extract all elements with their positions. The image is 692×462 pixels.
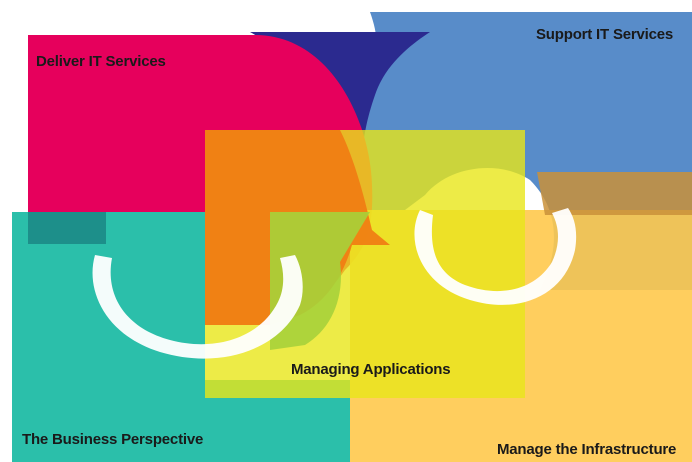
label-support-it-services: Support IT Services <box>536 26 674 43</box>
label-business-perspective: The Business Perspective <box>22 431 204 448</box>
white-arc-right <box>414 208 577 305</box>
overlap-green <box>270 212 370 350</box>
white-arc-left <box>92 255 303 359</box>
label-managing-applications: Managing Applications <box>291 361 451 378</box>
label-manage-infrastructure: Manage the Infrastructure <box>497 441 677 458</box>
teal-notch <box>28 212 106 244</box>
business-piece <box>12 212 350 462</box>
label-deliver-it-services: Deliver IT Services <box>36 53 166 70</box>
